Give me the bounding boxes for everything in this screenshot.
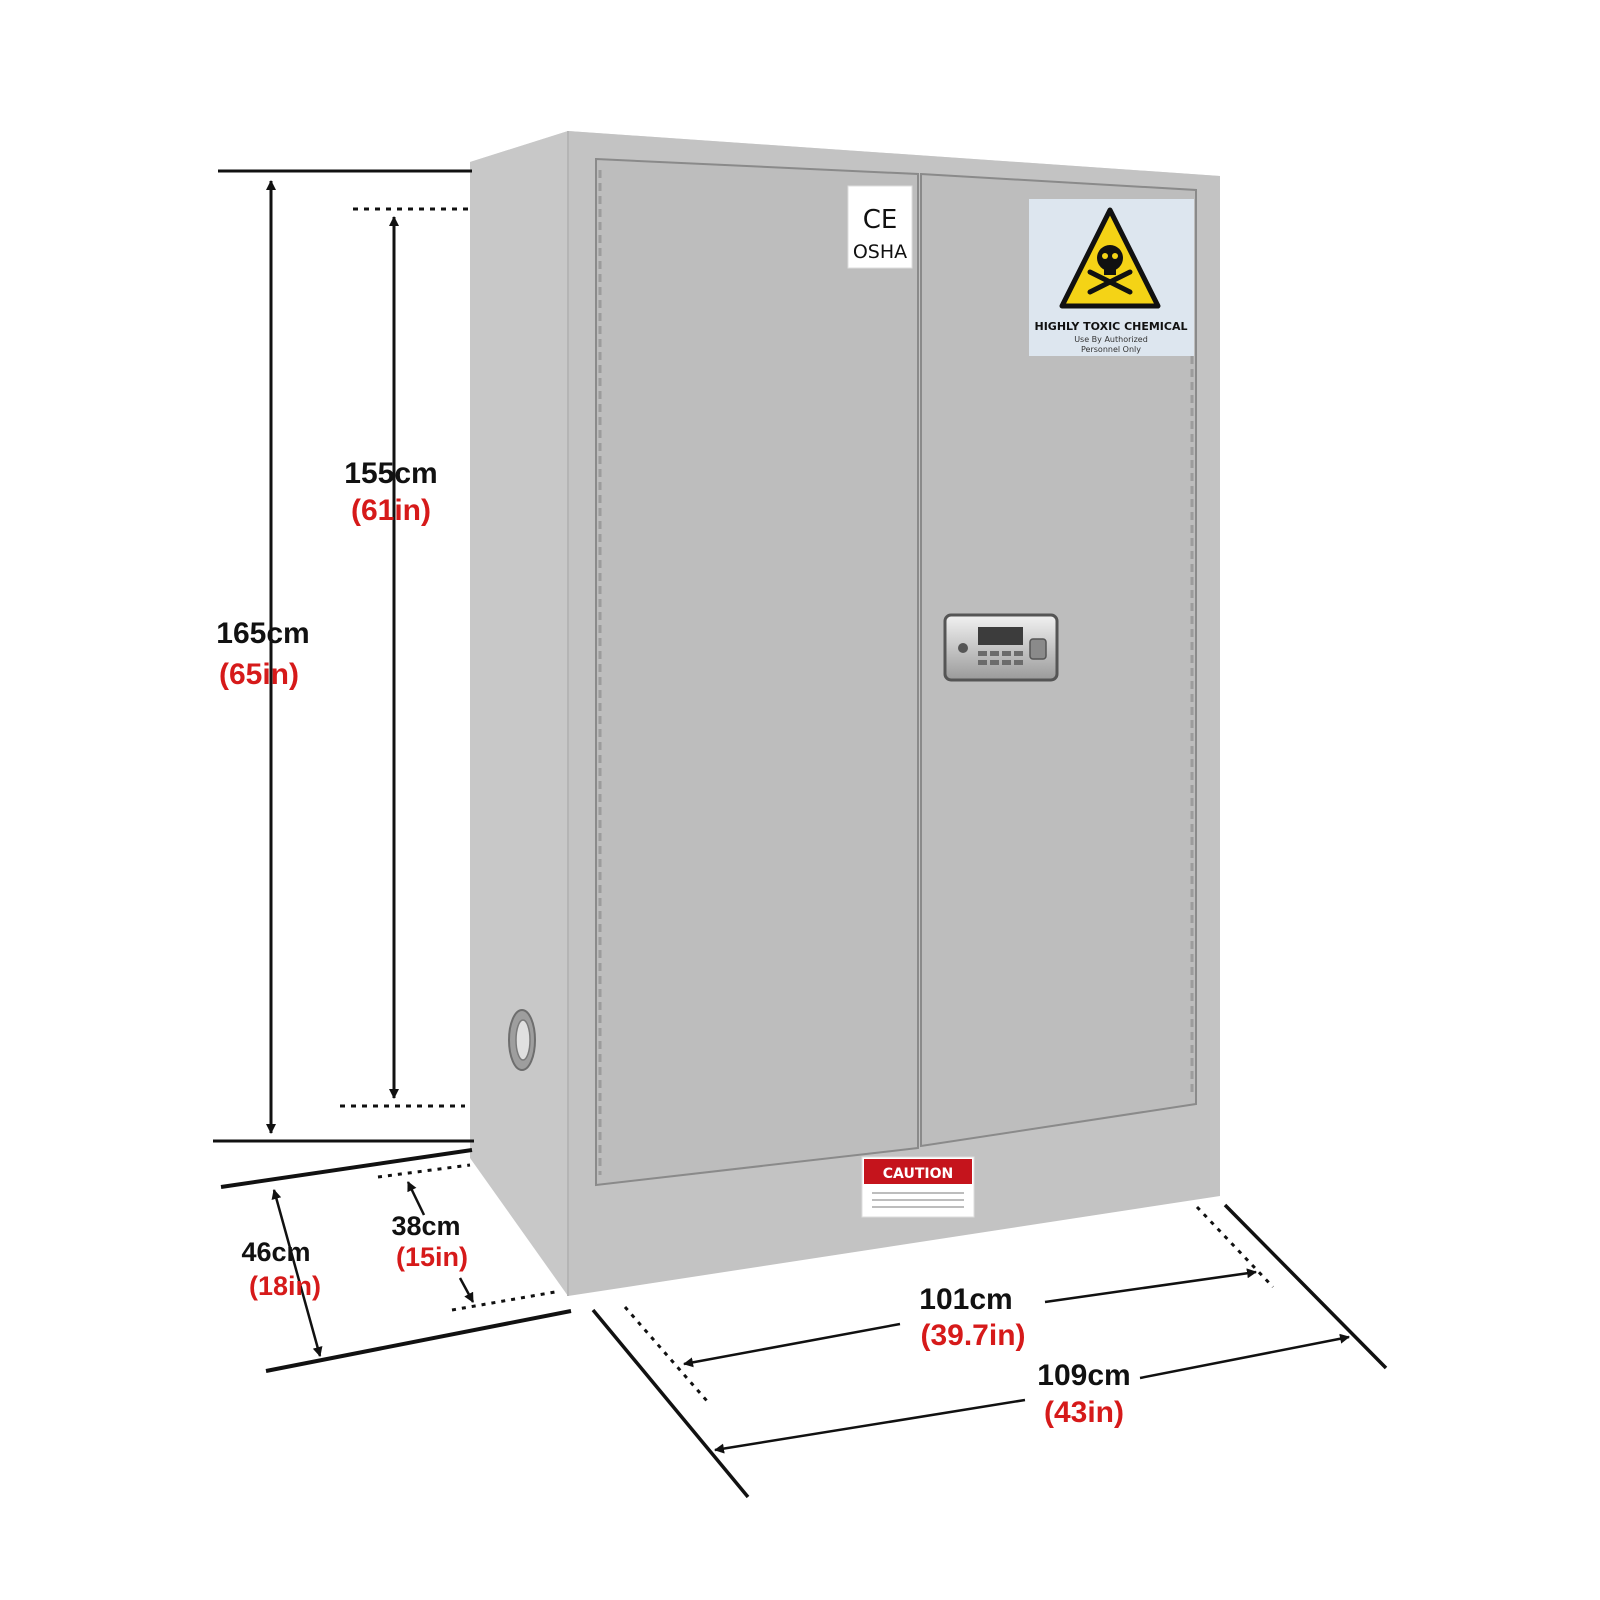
inner-depth-arrow-bottom: [458, 1277, 475, 1303]
overall-width-cm: 109cm: [1037, 1359, 1130, 1392]
overall-width-right-ext: [1223, 1203, 1388, 1370]
caution-label-title: CAUTION: [883, 1166, 953, 1182]
inner-depth-cm: 38cm: [391, 1211, 460, 1241]
overall-depth-bottom-ext: [265, 1309, 572, 1373]
inner-depth-arrow-top: [406, 1181, 426, 1216]
overall-width-left-ext: [591, 1308, 750, 1499]
inner-depth-top-ext: [377, 1163, 471, 1179]
inner-depth-in: (15in): [396, 1242, 468, 1272]
overall-depth-top-ext: [220, 1148, 473, 1189]
cabinet: CE OSHA HIGHLY TOXIC CHEMICAL Use By Aut…: [470, 131, 1220, 1296]
overall-depth-arrow: [271, 1189, 323, 1357]
overall-height-cm: 165cm: [216, 617, 309, 650]
door-width-left-ext: [623, 1306, 709, 1402]
electronic-keypad-lock-icon[interactable]: [943, 613, 1059, 682]
overall-width-arrow-left: [714, 1398, 1026, 1454]
door-width-right-ext: [1195, 1205, 1275, 1289]
grounding-port-icon: [508, 1009, 536, 1071]
hazard-sign: HIGHLY TOXIC CHEMICAL Use By Authorized …: [1029, 199, 1194, 356]
overall-width-arrow-right: [1139, 1333, 1350, 1380]
door-width-cm: 101cm: [919, 1283, 1012, 1316]
door-width-arrow-right: [1044, 1268, 1257, 1304]
dimension-labels: 155cm (61in) 165cm (65in) 38cm (15in) 46…: [216, 457, 1130, 1429]
skull-crossbones-icon: [1059, 207, 1161, 309]
door-height-in: (61in): [351, 494, 431, 527]
hazard-sign-title: HIGHLY TOXIC CHEMICAL: [1035, 320, 1188, 333]
door-width-arrow-left: [683, 1322, 901, 1368]
overall-depth-cm: 46cm: [241, 1237, 310, 1267]
cert-label: CE OSHA: [847, 185, 913, 269]
left-door[interactable]: [595, 157, 919, 1187]
cert-label-line1: CE: [863, 205, 898, 235]
hazard-sign-line2: Use By Authorized: [1074, 335, 1148, 344]
cabinet-side-face: [470, 131, 568, 1296]
hazard-sign-line3: Personnel Only: [1081, 345, 1141, 354]
door-height-cm: 155cm: [344, 457, 437, 490]
overall-width-in: (43in): [1044, 1396, 1124, 1429]
overall-depth-in: (18in): [249, 1271, 321, 1301]
caution-label: CAUTION: [861, 1156, 975, 1218]
dimension-lines: [213, 169, 1388, 1499]
door-width-in: (39.7in): [920, 1319, 1025, 1352]
cert-label-line2: OSHA: [853, 241, 907, 263]
inner-depth-bottom-ext: [451, 1290, 556, 1312]
overall-height-in: (65in): [219, 658, 299, 691]
